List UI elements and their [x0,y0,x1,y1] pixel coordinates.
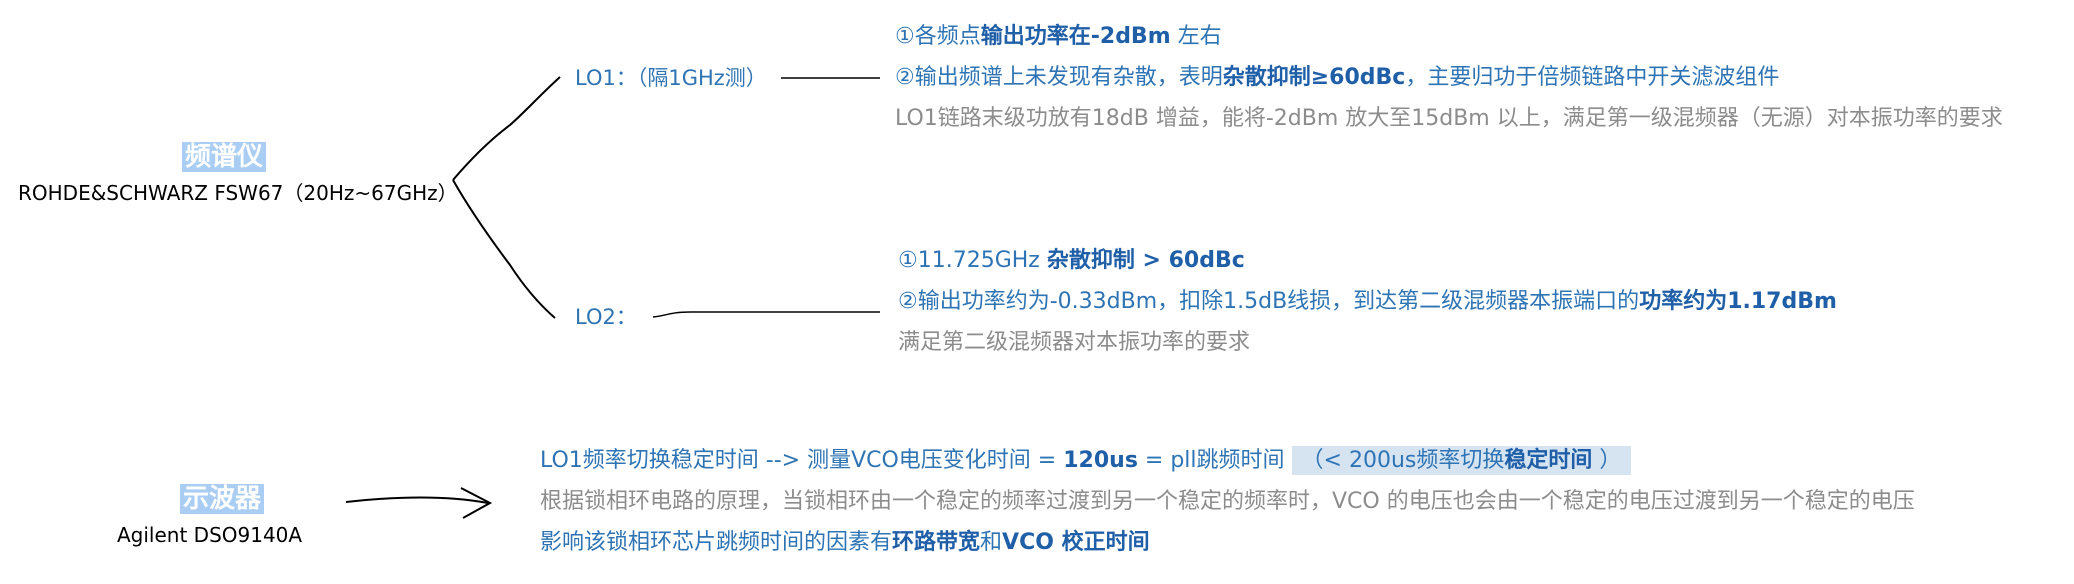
scope-note-1-text-c: = pll跳频时间 [1137,448,1292,473]
spectrum-analyzer-model: ROHDE&SCHWARZ FSW67（20Hz~67GHz） [18,181,458,205]
branch-curve-lo1 [452,76,561,181]
lo1-note-1-text-d: 左右 [1170,24,1222,49]
lo2-note-3: 满足第二级混频器对本振功率的要求 [898,330,1251,355]
lo1-note-3: LO1链路末级功放有18dB 增益，能将-2dBm 放大至15dBm 以上，满足… [895,106,2003,131]
oscilloscope-node: 示波器 [180,482,265,516]
lo1-note-2: ②输出频谱上未发现有杂散，表明杂散抑制≥60dBc，主要归功于倍频链路中开关滤波… [895,63,1779,93]
oscilloscope-title: 示波器 [180,484,265,514]
lo2-note-2-text-a: ②输出功率约为-0.33dBm，扣除1.5dB线损，到达第二级混频器本振端口的 [898,289,1640,314]
scope-note-1: LO1频率切换稳定时间 --> 测量VCO电压变化时间 = 120us = pl… [540,446,1632,476]
lo2-note-2: ②输出功率约为-0.33dBm，扣除1.5dB线损，到达第二级混频器本振端口的功… [898,287,1837,317]
lo2-leader-line [652,311,880,318]
scope-note-1-text-f: ） [1592,448,1622,473]
scope-note-3-text-c: 和 [980,530,1003,555]
oscilloscope-model: Agilent DSO9140A [117,523,303,547]
scope-note-3-text-b: 环路带宽 [892,530,981,555]
scope-arrow [345,496,489,504]
lo1-note-2-text-b: 杂散抑制≥60dBc [1222,65,1406,90]
lo2-label: LO2： [575,305,637,329]
scope-note-1-highlight: （< 200us频率切换稳定时间 ） [1291,446,1632,475]
scope-note-1-text-b: 120us [1063,448,1138,473]
lo1-note-1-text-a: ①各频点 [895,24,981,49]
scope-note-1-text-a: LO1频率切换稳定时间 --> 测量VCO电压变化时间 = [540,448,1064,473]
spectrum-analyzer-node: 频谱仪 [182,140,267,174]
lo2-note-1: ①11.725GHz 杂散抑制 > 60dBc [898,246,1245,276]
scope-note-3-text-d: VCO 校正时间 [1002,530,1150,555]
lo2-note-2-text-b: 功率约为1.17dBm [1639,289,1837,314]
lo1-note-1: ①各频点输出功率在-2dBm 左右 [895,22,1222,52]
spectrum-analyzer-title: 频谱仪 [182,142,267,172]
scope-note-1-text-d: （< 200us频率切换 [1301,448,1505,473]
scope-note-3: 影响该锁相环芯片跳频时间的因素有环路带宽和VCO 校正时间 [540,528,1150,558]
scope-note-1-text-e: 稳定时间 [1504,448,1593,473]
scope-arrow-head [460,487,493,519]
lo2-note-1-text-a: ①11.725GHz [898,248,1047,273]
lo1-note-2-text-c: ，主要归功于倍频链路中开关滤波组件 [1405,65,1780,90]
branch-curve-lo2 [452,179,556,319]
lo1-note-1-text-b: 输出功率在 [980,24,1091,49]
lo2-note-1-text-b: 杂散抑制 > 60dBc [1046,248,1245,273]
lo1-label: LO1：（隔1GHz测） [575,66,767,90]
lo1-note-1-text-c: -2dBm [1090,24,1171,49]
scope-note-3-text-a: 影响该锁相环芯片跳频时间的因素有 [540,530,893,555]
lo1-note-2-text-a: ②输出频谱上未发现有杂散，表明 [895,65,1223,90]
scope-note-2: 根据锁相环电路的原理，当锁相环由一个稳定的频率过渡到另一个稳定的频率时，VCO … [540,489,1915,514]
